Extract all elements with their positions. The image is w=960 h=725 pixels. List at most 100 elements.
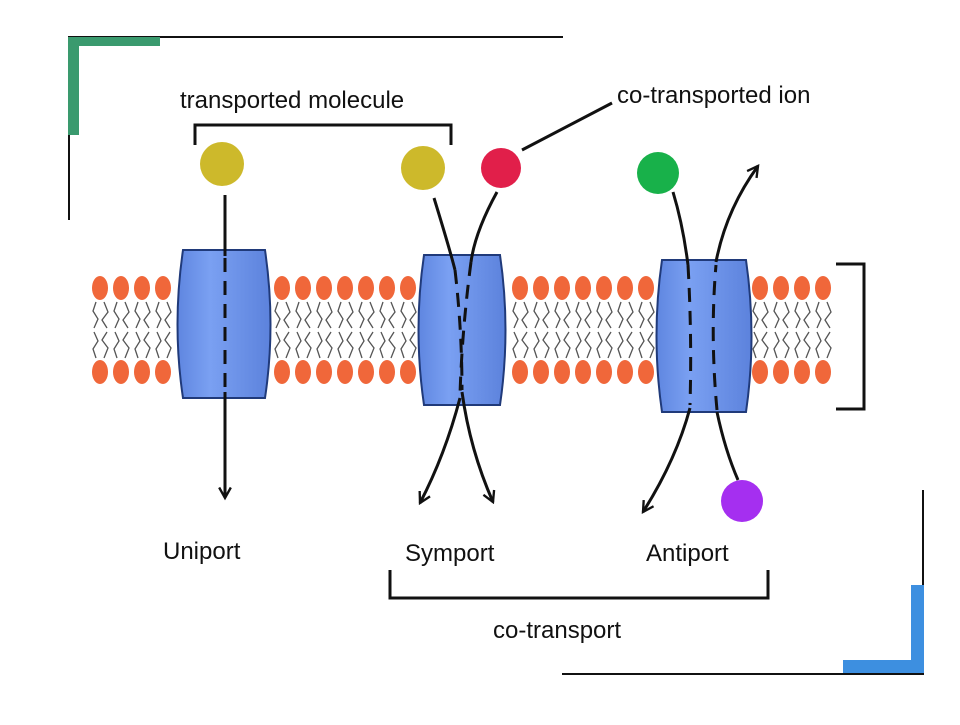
lipid-tail — [794, 301, 811, 329]
lipid-head — [358, 360, 374, 384]
lipid-head — [337, 360, 353, 384]
lipid-head — [596, 360, 612, 384]
lipid-head — [113, 276, 129, 300]
antiport-label: Antiport — [646, 540, 729, 567]
lipid-head — [379, 360, 395, 384]
lipid-tail — [155, 301, 172, 329]
lipid-head — [274, 360, 290, 384]
corner-accent-bottom — [843, 660, 924, 673]
lipid-tail — [274, 331, 291, 359]
lipid-tail — [316, 301, 333, 329]
lipid-head — [337, 276, 353, 300]
lipid-head — [92, 360, 108, 384]
lipid-tail — [533, 301, 550, 329]
antiport-arrows — [643, 166, 758, 512]
transported-molecule-uniport — [200, 142, 244, 186]
lipid-head — [815, 360, 831, 384]
transported-molecule-bracket — [193, 123, 453, 145]
lipid-head — [134, 276, 150, 300]
lipid-head — [617, 276, 633, 300]
lipid-tail — [512, 301, 529, 329]
co-transport-bracket — [388, 570, 770, 600]
slide-frame-top-left — [68, 36, 563, 220]
lipid-head — [400, 276, 416, 300]
lipid-tail — [113, 331, 130, 359]
lipid-tail — [794, 331, 811, 359]
co-transported-ion-symport — [481, 148, 521, 188]
transported-molecule-label: transported molecule — [180, 87, 404, 114]
lipid-tail — [274, 301, 291, 329]
antiport-ion-outside — [637, 152, 679, 194]
lipid-tail — [379, 331, 396, 359]
lipid-bilayer — [92, 276, 832, 384]
transported-molecule-symport — [401, 146, 445, 190]
lipid-tail — [575, 301, 592, 329]
lipid-head — [512, 360, 528, 384]
lipid-tail — [533, 331, 550, 359]
lipid-tail — [134, 301, 151, 329]
lipid-tail — [155, 331, 172, 359]
lipid-head — [575, 360, 591, 384]
lipid-head — [752, 276, 768, 300]
lipid-tail — [815, 301, 832, 329]
lipid-tail — [113, 301, 130, 329]
lipid-head — [575, 276, 591, 300]
lipid-tail — [815, 331, 832, 359]
co-transported-ion-pointer — [521, 101, 613, 152]
lipid-head — [533, 360, 549, 384]
lipid-tail — [596, 331, 613, 359]
symport-label: Symport — [405, 540, 495, 567]
lipid-tail — [617, 301, 634, 329]
lipid-tail — [400, 301, 417, 329]
lipid-head — [316, 360, 332, 384]
lipid-tail — [638, 331, 655, 359]
corner-accent-top — [68, 37, 160, 46]
lipid-head — [554, 360, 570, 384]
lipid-tail — [134, 331, 151, 359]
lipid-head — [295, 276, 311, 300]
lipid-head — [638, 360, 654, 384]
lipid-tail — [752, 301, 769, 329]
lipid-tail — [400, 331, 417, 359]
lipid-tail — [554, 301, 571, 329]
lipid-head — [596, 276, 612, 300]
lipid-head — [92, 276, 108, 300]
lipid-head — [512, 276, 528, 300]
lipid-tail — [295, 331, 312, 359]
lipid-head — [134, 360, 150, 384]
lipid-tail — [596, 301, 613, 329]
lipid-head — [295, 360, 311, 384]
lipid-head — [379, 276, 395, 300]
lipid-head — [773, 276, 789, 300]
lipid-head — [773, 360, 789, 384]
lipid-tail — [295, 301, 312, 329]
lipid-head — [113, 360, 129, 384]
lipid-head — [554, 276, 570, 300]
lipid-tail — [575, 331, 592, 359]
lipid-head — [400, 360, 416, 384]
co-transport-label: co-transport — [493, 617, 621, 644]
slide-frame-bottom-right — [562, 490, 924, 675]
lipid-head — [815, 276, 831, 300]
lipid-tail — [358, 301, 375, 329]
lipid-tail — [379, 301, 396, 329]
symport-arrows — [420, 191, 499, 503]
lipid-tail — [617, 331, 634, 359]
lipid-head — [155, 276, 171, 300]
lipid-tail — [773, 301, 790, 329]
symport-protein — [417, 254, 507, 406]
lipid-tail — [337, 301, 354, 329]
lipid-head — [533, 276, 549, 300]
antiport-ion-inside — [721, 480, 763, 522]
lipid-head — [794, 360, 810, 384]
lipid-head — [617, 360, 633, 384]
co-transported-ion-label: co-transported ion — [617, 82, 810, 109]
lipid-tail — [638, 301, 655, 329]
lipid-head — [358, 276, 374, 300]
membrane-bracket — [836, 262, 866, 411]
lipid-tail — [512, 331, 529, 359]
lipid-head — [638, 276, 654, 300]
lipid-tail — [92, 331, 109, 359]
lipid-head — [794, 276, 810, 300]
